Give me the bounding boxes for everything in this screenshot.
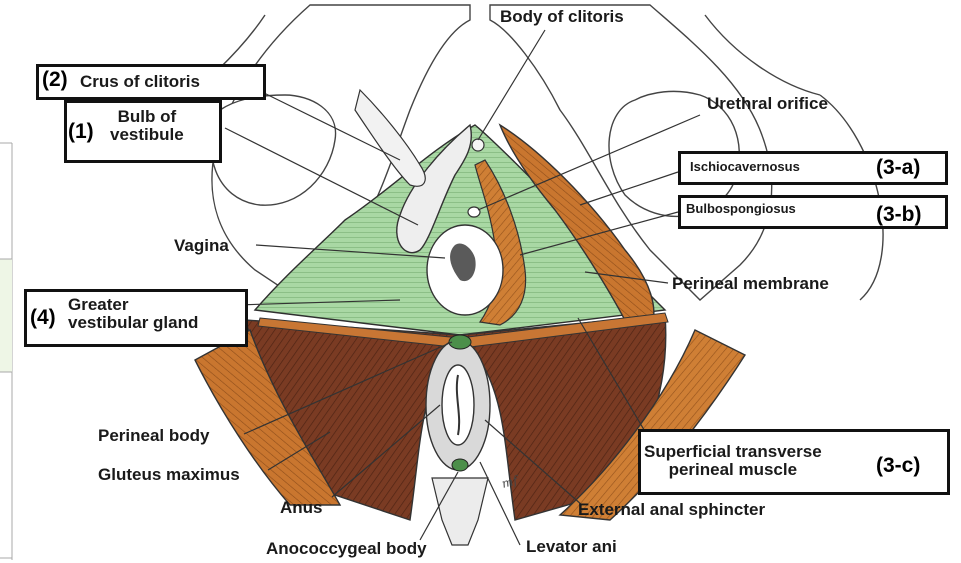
marker-1: (1) xyxy=(68,120,94,144)
label-levator-ani: Levator ani xyxy=(526,538,617,556)
marker-3b: (3-b) xyxy=(876,203,922,227)
label-perineal-membrane: Perineal membrane xyxy=(672,275,829,293)
stp-line-2: perineal muscle xyxy=(644,461,822,479)
label-gluteus-maximus: Gluteus maximus xyxy=(98,466,240,484)
perineal-body-shape xyxy=(449,335,471,349)
marker-3a: (3-a) xyxy=(876,156,920,180)
marker-2: (2) xyxy=(42,68,68,92)
marker-4: (4) xyxy=(30,306,56,330)
label-external-anal-sphincter: External anal sphincter xyxy=(578,501,765,519)
left-panel-border xyxy=(0,143,12,560)
label-anus: Anus xyxy=(280,499,323,517)
label-bulb-of-vestibule: Bulb of vestibule xyxy=(110,108,184,144)
stp-line-1: Superficial transverse xyxy=(644,443,822,461)
label-greater-vestibular-gland: Greater vestibular gland xyxy=(68,296,198,332)
bulb-line-1: Bulb of xyxy=(110,108,184,126)
label-body-of-clitoris: Body of clitoris xyxy=(500,8,624,26)
glans-shape xyxy=(472,139,484,151)
gland-line-2: vestibular gland xyxy=(68,314,198,332)
urethral-orifice-shape xyxy=(468,207,480,217)
bulb-line-2: vestibule xyxy=(110,126,184,144)
label-urethral-orifice: Urethral orifice xyxy=(707,95,828,113)
label-anococcygeal-body: Anococcygeal body xyxy=(266,540,427,558)
label-vagina: Vagina xyxy=(174,237,229,255)
anococcygeal-body-shape xyxy=(452,459,468,471)
label-ischiocavernosus: Ischiocavernosus xyxy=(690,160,800,174)
marker-3c: (3-c) xyxy=(876,454,920,478)
label-superficial-transverse-perineal-muscle: Superficial transverse perineal muscle xyxy=(644,443,822,479)
label-crus-of-clitoris: Crus of clitoris xyxy=(80,73,200,91)
label-bulbospongiosus: Bulbospongiosus xyxy=(686,202,796,216)
coccyx-shape xyxy=(432,478,488,545)
label-perineal-body: Perineal body xyxy=(98,427,209,445)
gland-line-1: Greater xyxy=(68,296,198,314)
